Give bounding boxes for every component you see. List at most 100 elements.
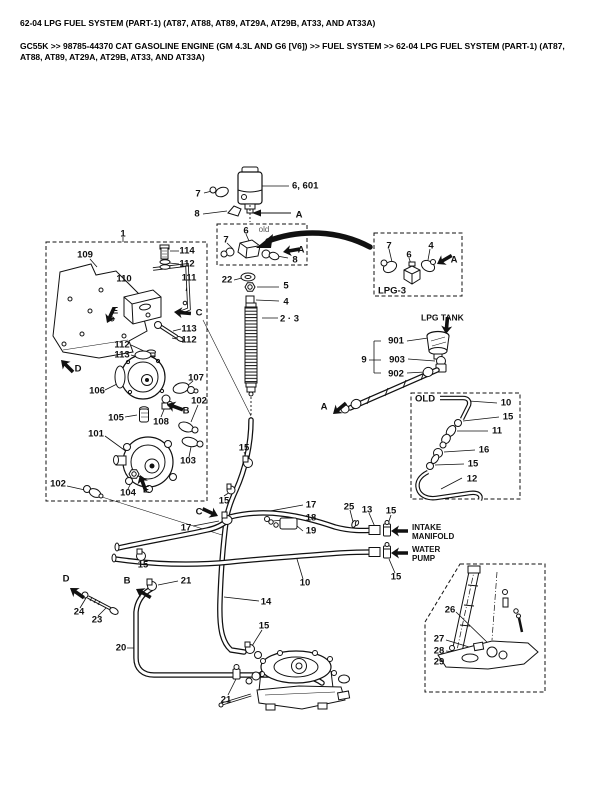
inset-boxes xyxy=(45,223,546,693)
part-callout: 114 xyxy=(179,246,195,257)
part-callout: 28 xyxy=(434,646,445,657)
part-callout: 106 xyxy=(89,386,105,397)
view-direction-arrow xyxy=(70,588,85,600)
part-callout: 10 xyxy=(501,398,512,409)
tee-fitting-6-old xyxy=(237,239,261,259)
part-callout: MANIFOLD xyxy=(412,532,454,541)
view-direction-arrow xyxy=(136,588,152,600)
view-direction-arrow xyxy=(391,547,408,559)
part-callout: 108 xyxy=(153,417,169,428)
part-callout: 17 xyxy=(181,523,192,534)
page-title: 62-04 LPG FUEL SYSTEM (PART-1) (AT87, AT… xyxy=(20,18,376,28)
clamp-15 xyxy=(383,523,391,537)
hose-end-to-water-pump xyxy=(368,547,381,557)
breadcrumb: GC55K >> 98785-44370 CAT GASOLINE ENGINE… xyxy=(20,41,565,62)
fitting-103 xyxy=(181,436,199,448)
part-callout: 112 xyxy=(179,259,194,270)
part-callout: 902 xyxy=(388,369,404,380)
part-callout: D xyxy=(75,364,82,375)
part-callout: 26 xyxy=(445,605,456,616)
clamp-15 xyxy=(426,462,434,470)
part-callout: 5 xyxy=(283,281,289,292)
lpg3-inset-box xyxy=(373,232,463,297)
part-callout: 111 xyxy=(182,273,198,284)
fitting-4 xyxy=(245,295,255,304)
mixer-assembly xyxy=(218,650,351,711)
part-callout: 102 xyxy=(50,479,66,490)
part-callout: 7 xyxy=(195,189,200,200)
fitting-107 xyxy=(172,382,190,394)
part-callout: 24 xyxy=(74,607,85,618)
part-callout: 15 xyxy=(259,621,270,632)
part-callout: B xyxy=(183,406,190,417)
engine-bracket-inset xyxy=(437,565,539,670)
part-callout: 113 xyxy=(114,350,129,361)
part-callout: C xyxy=(196,308,203,319)
part-callout: 2 · 3 xyxy=(280,314,299,325)
hose-12-old xyxy=(416,471,482,501)
washer-112 xyxy=(159,259,171,265)
part-callout: 901 xyxy=(388,336,405,347)
part-callout: old xyxy=(259,225,270,234)
part-callout: 4 xyxy=(428,241,434,252)
hose-end-to-intake xyxy=(368,525,381,535)
part-callout: 112 xyxy=(114,340,129,351)
part-callout: WATER xyxy=(412,545,441,554)
part-callout: 107 xyxy=(188,373,204,384)
part-callout: 21 xyxy=(221,695,232,706)
view-direction-arrow xyxy=(441,316,453,334)
braided-hose-2-3 xyxy=(244,306,258,384)
part-callout: 17 xyxy=(306,500,317,511)
part-callout: 25 xyxy=(344,502,355,513)
part-callout: LPG TANK xyxy=(421,312,465,322)
part-callout: 27 xyxy=(434,634,445,645)
view-arrows-layer xyxy=(61,245,453,600)
part-callout: 112 xyxy=(181,335,196,346)
part-callout: 15 xyxy=(138,560,149,571)
old-valve-inset xyxy=(220,239,280,261)
part-callout: 20 xyxy=(116,643,127,654)
part-callout: 14 xyxy=(261,597,272,608)
part-callout: 21 xyxy=(181,576,192,587)
part-callout: 15 xyxy=(391,572,402,583)
part-callout: 104 xyxy=(120,488,137,499)
part-callout: 15 xyxy=(239,443,250,454)
view-direction-arrow xyxy=(167,401,184,412)
part-callout: 15 xyxy=(503,412,514,423)
view-direction-arrow xyxy=(283,245,301,257)
part-callout: INTAKE xyxy=(412,523,442,532)
hose-coil-assembly xyxy=(202,272,258,420)
part-callout: 13 xyxy=(362,505,373,516)
part-callout: D xyxy=(63,574,70,585)
view-direction-arrow xyxy=(201,507,218,518)
view-direction-arrow xyxy=(137,475,148,492)
part-callout: C xyxy=(196,507,203,518)
regulator-bracket-assembly xyxy=(52,244,223,536)
fitting-18 xyxy=(264,516,270,522)
part-callout: E xyxy=(143,485,149,496)
view-direction-arrow xyxy=(105,306,116,323)
fitting-7 xyxy=(215,186,229,198)
part-callout: 7 xyxy=(223,235,228,246)
part-callout: 110 xyxy=(116,274,131,285)
old-hose-inset xyxy=(415,395,483,501)
view-direction-arrow xyxy=(437,253,453,265)
fitting-21 xyxy=(232,668,241,680)
part-callout: PUMP xyxy=(412,554,436,563)
part-callout: 11 xyxy=(492,426,503,437)
tank-coupling-assembly xyxy=(340,330,450,414)
part-callout: 4 xyxy=(283,297,289,308)
part-callout: LPG-3 xyxy=(378,286,406,297)
part-callout: 8 xyxy=(292,255,297,266)
part-callout: 903 xyxy=(389,355,405,366)
part-callout: 15 xyxy=(219,496,230,507)
part-callout: 15 xyxy=(468,459,479,470)
part-callout: 29 xyxy=(434,657,445,668)
part-callout: 9 xyxy=(361,355,366,366)
part-callout: 102 xyxy=(191,396,207,407)
part-callout: A xyxy=(296,210,303,221)
lock-off-valve-assembly xyxy=(209,166,291,222)
part-callout: 10 xyxy=(300,578,311,589)
